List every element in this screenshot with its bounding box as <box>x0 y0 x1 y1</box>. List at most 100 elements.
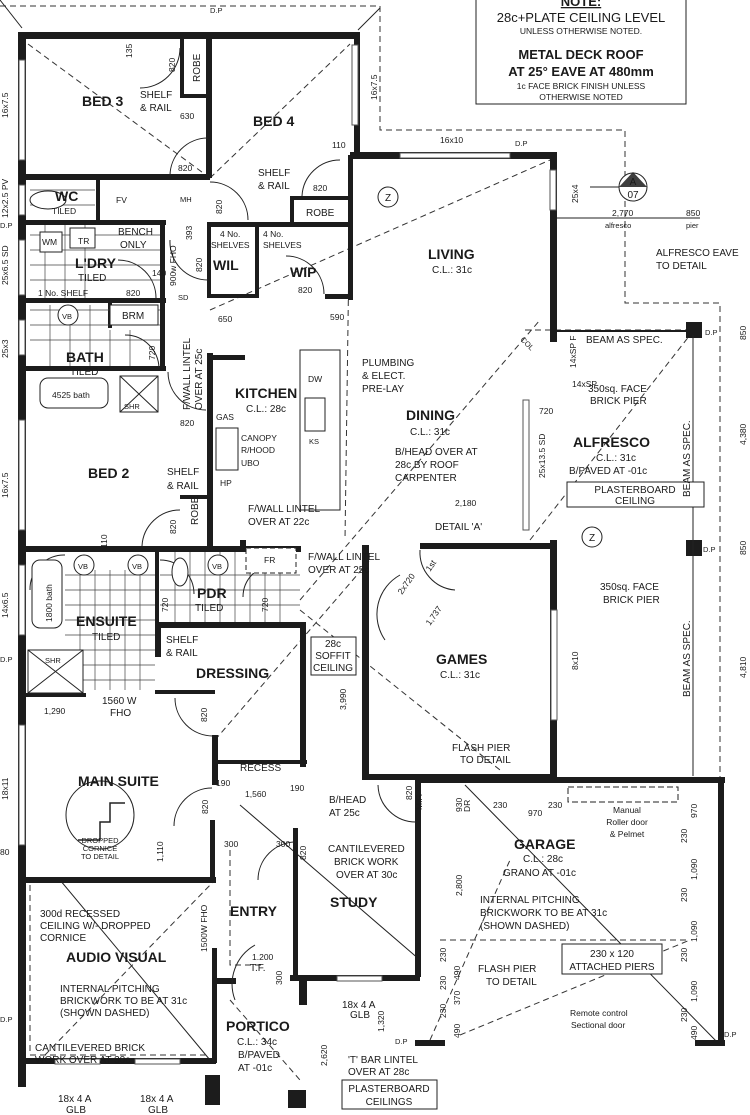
beam-note: BEAM AS SPEC. <box>682 420 693 497</box>
shelves-count: 4 No. <box>220 229 240 239</box>
dimension: 1,110 <box>155 841 165 862</box>
flash-pier-note-2: TO DETAIL <box>486 977 537 988</box>
note-ceiling: 28c+PLATE CEILING LEVEL <box>497 10 665 25</box>
section-z-marker <box>377 186 399 208</box>
room-living: LIVING <box>428 246 475 262</box>
wall <box>26 546 301 552</box>
note-eave: AT 25° EAVE AT 480mm <box>508 64 654 79</box>
dimension: 1,560 <box>245 789 267 799</box>
window-size: 14xSP <box>572 379 597 389</box>
dimension: 970 <box>689 804 699 818</box>
window-glb-label: GLB <box>148 1105 168 1115</box>
toilet <box>171 557 189 587</box>
window <box>351 44 359 126</box>
wall <box>420 543 557 549</box>
games-ceiling: C.L.: 31c <box>440 670 480 681</box>
shelves-count: 4 No. <box>263 229 283 239</box>
room-tiled: TILED <box>78 273 106 284</box>
door[interactable] <box>124 334 160 369</box>
door[interactable] <box>257 841 297 881</box>
dimension: 1,290 <box>44 706 66 716</box>
dining-ceiling: C.L.: 31c <box>410 427 450 438</box>
vanity-basin <box>57 304 79 326</box>
door[interactable] <box>419 549 456 591</box>
room-wip: WIP <box>290 264 316 280</box>
vanity-basin <box>207 554 229 576</box>
window-size: 18x11 <box>0 777 10 800</box>
recessed-ceiling-note-2: CEILING W/- DROPPED <box>40 921 151 932</box>
dimension: 230 <box>438 1004 448 1018</box>
sectional-door-note-2: Sectional door <box>571 1020 626 1030</box>
lintel-note: F/WALL LINTEL <box>182 338 193 410</box>
cornice-detail-circle <box>65 780 135 850</box>
cantilever-av-note-2: WORK OVER AT 30c <box>35 1055 130 1066</box>
t-bar-lintel-note: 'T' BAR LINTEL <box>348 1055 418 1066</box>
door-label: DR <box>462 800 472 812</box>
wall <box>293 828 298 978</box>
note-box <box>475 0 687 105</box>
door[interactable] <box>174 697 214 737</box>
dimension: 230 <box>548 800 562 810</box>
room-bath: BATH <box>66 349 104 365</box>
door[interactable] <box>377 784 417 823</box>
plasterboard-ceilings-box <box>341 1079 438 1110</box>
door[interactable] <box>173 787 213 827</box>
plumbing-note: PLUMBING <box>362 358 414 369</box>
door[interactable] <box>169 239 209 281</box>
note-title: NOTE: <box>561 0 601 9</box>
door[interactable] <box>231 944 256 1001</box>
dimension: 820 <box>126 288 140 298</box>
door[interactable] <box>285 255 325 295</box>
door[interactable] <box>139 47 181 89</box>
door[interactable] <box>167 371 207 411</box>
bench-label: BENCH <box>118 227 153 238</box>
bench-label-2: ONLY <box>120 240 147 251</box>
rail-label: & RAIL <box>140 103 172 114</box>
dimension: 4,810 <box>738 656 748 678</box>
downpipe-label: D.P <box>724 1030 737 1039</box>
dimension: 850 <box>738 541 748 555</box>
window-glb-label: GLB <box>66 1105 86 1115</box>
plasterboard-ceiling-box <box>566 481 705 508</box>
window <box>18 419 26 531</box>
portico-ceiling: C.L.: 34c <box>237 1037 277 1048</box>
dimension: 1,737 <box>423 604 444 627</box>
shelf-label: SHELF <box>167 467 199 478</box>
attached-piers-note: 230 x 120 <box>590 949 634 960</box>
beam-note: BEAM AS SPEC. <box>586 335 663 346</box>
wall <box>180 495 210 499</box>
door[interactable] <box>141 509 181 547</box>
door[interactable] <box>301 159 341 197</box>
sink <box>304 397 326 432</box>
roller-door <box>567 786 679 803</box>
door[interactable] <box>376 574 401 641</box>
manhole-label: MH <box>180 195 192 204</box>
section-a-label: A <box>630 177 637 188</box>
wall <box>362 545 369 777</box>
room-laundry: L'DRY <box>75 255 117 271</box>
note-brick-2: OTHERWISE NOTED <box>539 92 622 102</box>
shelves-label: SHELVES <box>263 240 302 250</box>
dimension: 230 <box>679 829 689 843</box>
dimension: 2x720 <box>395 571 417 596</box>
room-pdr: PDR <box>197 585 227 601</box>
alfresco-plasterboard: PLASTERBOARD <box>594 485 675 496</box>
downpipe-label: D.P <box>703 545 716 554</box>
room-bed-4: BED 4 <box>253 113 294 129</box>
window-size: 25x3 <box>0 339 10 358</box>
dimension: 80 <box>0 847 10 857</box>
dimension: 490 <box>452 1024 462 1038</box>
door[interactable] <box>117 259 157 299</box>
door[interactable] <box>209 181 249 221</box>
room-entry: ENTRY <box>230 903 278 919</box>
window <box>18 239 26 296</box>
dimension: 1,090 <box>689 858 699 880</box>
window <box>18 184 26 216</box>
note-unless: UNLESS OTHERWISE NOTED. <box>520 26 642 36</box>
garage-grano: GRANO AT -01c <box>503 868 576 879</box>
vanity-label: VB <box>132 562 142 571</box>
door[interactable] <box>169 137 209 177</box>
rail-label: & RAIL <box>167 481 199 492</box>
wall <box>207 355 245 360</box>
broom-cupboard <box>109 304 159 326</box>
